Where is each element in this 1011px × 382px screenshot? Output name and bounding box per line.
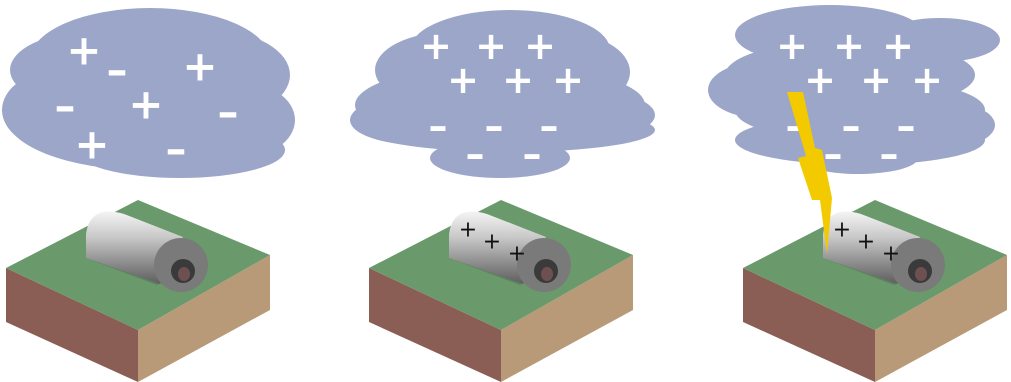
plus-charge: + <box>804 58 836 102</box>
plus-charge: + <box>128 80 163 129</box>
plus-charge: + <box>66 26 101 75</box>
minus-charge: – <box>880 132 899 176</box>
plus-charge: + <box>882 242 900 267</box>
minus-charge: – <box>107 46 128 95</box>
minus-charge: – <box>485 104 504 148</box>
plus-charge: + <box>857 230 875 255</box>
minus-charge: – <box>55 82 76 131</box>
minus-charge: – <box>466 132 485 176</box>
plus-charge: + <box>552 58 584 102</box>
panel-polarized: + + + + + + – – – – – + + + <box>350 10 655 382</box>
plus-charge: + <box>502 58 534 102</box>
plus-charge: + <box>833 218 851 243</box>
panel-strike: + + + + + + – – – – – + + + <box>708 5 1007 382</box>
plus-charge: + <box>483 230 501 255</box>
minus-charge: – <box>540 104 559 148</box>
minus-charge: – <box>897 104 916 148</box>
minus-charge: – <box>218 88 239 137</box>
plus-charge: + <box>459 218 477 243</box>
plus-charge: + <box>508 242 526 267</box>
minus-charge: – <box>523 132 542 176</box>
minus-charge: – <box>842 104 861 148</box>
minus-charge: – <box>429 104 448 148</box>
plus-charge: + <box>74 120 109 169</box>
minus-charge: – <box>166 125 187 174</box>
plus-charge: + <box>182 42 217 91</box>
plus-charge: + <box>860 58 892 102</box>
minus-charge: – <box>824 132 843 176</box>
plus-charge: + <box>447 58 479 102</box>
panel-neutral: + – + – + – + – <box>2 8 295 382</box>
plus-charge: + <box>911 58 943 102</box>
